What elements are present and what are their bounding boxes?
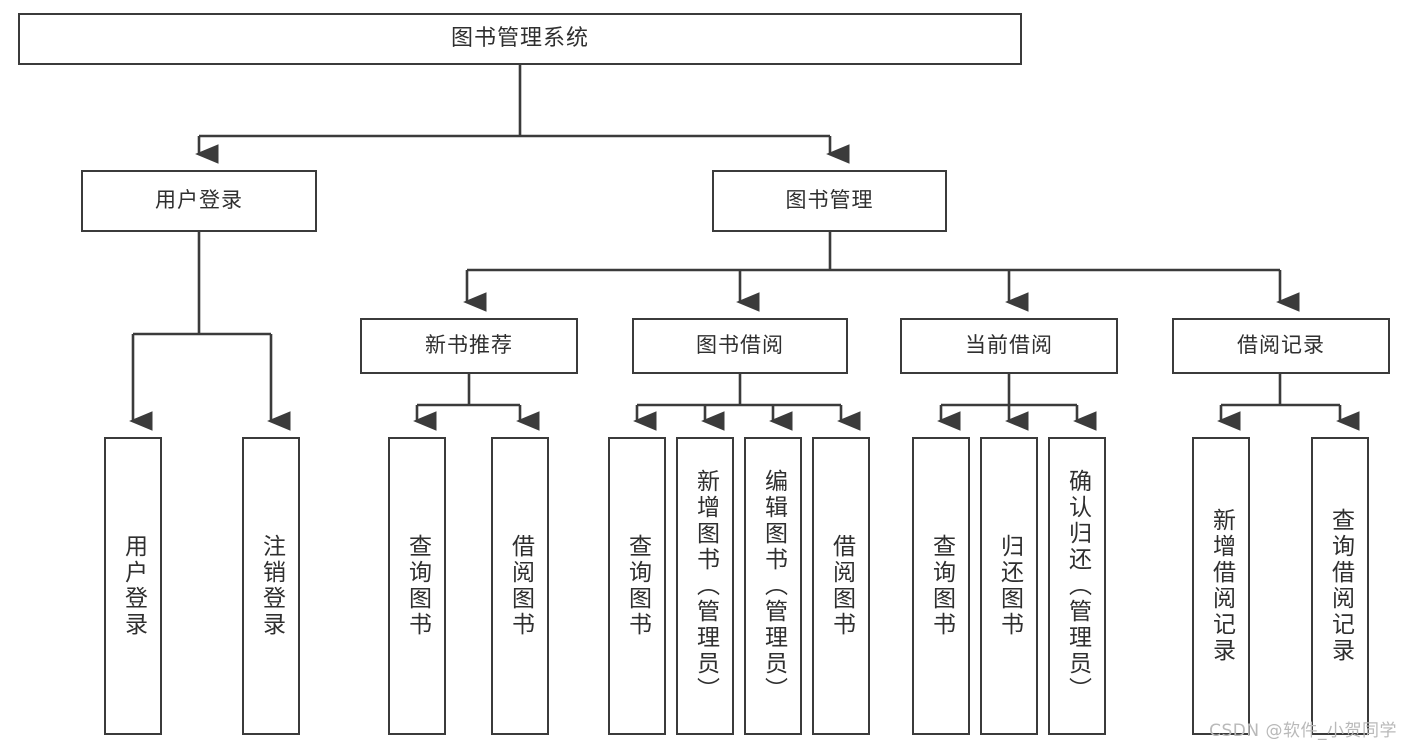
node-leaf-return-book[interactable]: 归还图书 (980, 437, 1038, 735)
node-label: 借阅记录 (1237, 333, 1325, 358)
node-label: 编辑图书（管理员） (760, 469, 787, 703)
node-root-book-management-system[interactable]: 图书管理系统 (18, 13, 1022, 65)
node-new-book-recommend[interactable]: 新书推荐 (360, 318, 578, 374)
node-leaf-user-login[interactable]: 用户登录 (104, 437, 162, 735)
node-label: 图书管理 (785, 188, 874, 213)
node-label: 查询图书 (928, 534, 955, 638)
node-leaf-query-book-2[interactable]: 查询图书 (608, 437, 666, 735)
node-borrow-record[interactable]: 借阅记录 (1172, 318, 1390, 374)
node-leaf-edit-book[interactable]: 编辑图书（管理员） (744, 437, 802, 735)
node-label: 确认归还（管理员） (1064, 469, 1091, 703)
node-label: 新增借阅记录 (1208, 508, 1235, 664)
node-label: 新书推荐 (425, 333, 513, 358)
node-leaf-borrow-book-1[interactable]: 借阅图书 (491, 437, 549, 735)
node-label: 用户登录 (155, 188, 243, 213)
node-leaf-query-book-3[interactable]: 查询图书 (912, 437, 970, 735)
node-book-borrow[interactable]: 图书借阅 (632, 318, 848, 374)
node-label: 用户登录 (120, 534, 147, 638)
node-leaf-add-record[interactable]: 新增借阅记录 (1192, 437, 1250, 735)
node-label: 查询借阅记录 (1327, 508, 1354, 664)
node-label: 图书管理系统 (450, 25, 589, 51)
node-label: 注销登录 (258, 534, 285, 638)
node-label: 查询图书 (624, 534, 651, 638)
node-leaf-query-record[interactable]: 查询借阅记录 (1311, 437, 1369, 735)
node-leaf-confirm-return[interactable]: 确认归还（管理员） (1048, 437, 1106, 735)
node-leaf-user-logout[interactable]: 注销登录 (242, 437, 300, 735)
node-label: 当前借阅 (965, 333, 1053, 358)
node-label: 新增图书（管理员） (692, 469, 719, 703)
node-leaf-borrow-book-2[interactable]: 借阅图书 (812, 437, 870, 735)
node-label: 查询图书 (404, 534, 431, 638)
node-label: 借阅图书 (507, 534, 534, 638)
node-leaf-add-book[interactable]: 新增图书（管理员） (676, 437, 734, 735)
node-label: 借阅图书 (828, 534, 855, 638)
node-current-borrow[interactable]: 当前借阅 (900, 318, 1118, 374)
node-leaf-query-book-1[interactable]: 查询图书 (388, 437, 446, 735)
node-user-login[interactable]: 用户登录 (81, 170, 317, 232)
node-label: 归还图书 (996, 534, 1023, 638)
node-label: 图书借阅 (696, 333, 784, 358)
node-book-management[interactable]: 图书管理 (712, 170, 947, 232)
